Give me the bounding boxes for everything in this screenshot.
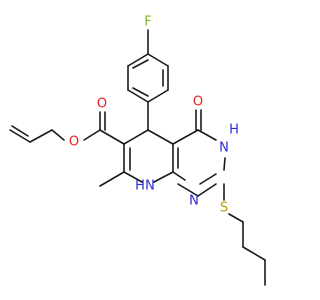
bond [99, 171, 125, 187]
bond [51, 129, 65, 141]
sulfur-atom-label: S [220, 201, 228, 216]
fluorine-atom-label: F [144, 15, 151, 30]
bond [223, 157, 226, 171]
bond [147, 89, 169, 103]
bond [177, 183, 199, 197]
ketone-oxygen-label: O [193, 95, 203, 110]
n-h-bottom-label: H [135, 179, 145, 194]
bond [199, 173, 217, 185]
ester-oxygen-label: O [69, 135, 79, 150]
n-bottom-label: N [145, 179, 155, 194]
bond [153, 171, 174, 183]
bond [147, 53, 169, 67]
bond [228, 213, 244, 223]
bond [99, 129, 125, 145]
bond [127, 53, 149, 67]
n-right-label: N [219, 141, 229, 156]
n-h-right-label: H [229, 123, 239, 138]
bond [172, 129, 199, 145]
bond [197, 183, 217, 197]
bond [197, 129, 217, 141]
bond-layer [9, 29, 266, 286]
bond [123, 129, 149, 145]
molecule-structure-diagram: F O O O H N N H N S [9, 15, 266, 286]
bond [11, 125, 29, 137]
bond [127, 89, 149, 103]
bond [29, 129, 53, 143]
bond [147, 129, 174, 145]
atom-label-layer: F O O O H N N H N S [69, 15, 239, 216]
bond [172, 171, 186, 181]
bond [123, 171, 143, 183]
bond [83, 129, 101, 141]
bond [132, 59, 149, 69]
n-lower-right-label: N [189, 194, 199, 209]
bond [132, 87, 149, 97]
bond [9, 129, 31, 143]
bond [242, 246, 266, 261]
carbonyl-oxygen-label: O [97, 97, 107, 112]
